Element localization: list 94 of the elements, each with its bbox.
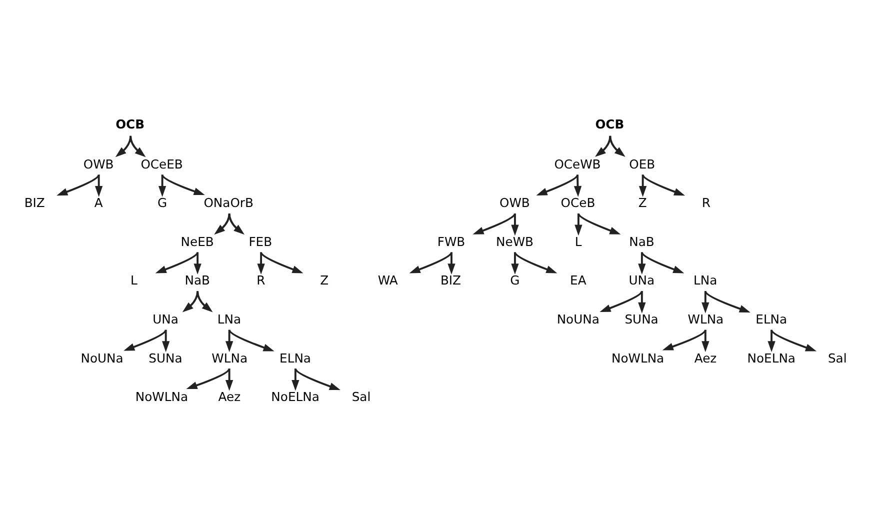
node-text: NaB	[184, 274, 210, 288]
node-text: LNa	[217, 312, 242, 326]
arrow	[130, 136, 146, 158]
node-text: OCB	[595, 118, 624, 132]
node-text: G	[158, 196, 168, 210]
arrow	[196, 291, 213, 312]
arrow	[225, 330, 234, 352]
node-text: R	[256, 274, 266, 288]
node-text: ONaOrB	[204, 196, 254, 210]
node-text: Sal	[352, 390, 371, 404]
node-text: OCB	[116, 118, 145, 132]
node-text: Aez	[694, 351, 717, 366]
node-text: UNa	[152, 312, 178, 326]
node-text: BIZ	[24, 196, 45, 210]
arrow	[409, 252, 452, 274]
node-text: NoWLNa	[135, 390, 188, 404]
arrow	[158, 174, 166, 197]
node-text: UNa	[628, 274, 655, 288]
node-text: OCeWB	[554, 157, 601, 172]
arrow	[574, 214, 582, 236]
node-text: L	[130, 274, 138, 288]
node-text: WLNa	[688, 312, 724, 326]
node-text: NoELNa	[747, 351, 796, 366]
arrow	[609, 136, 626, 157]
arrow	[228, 330, 274, 352]
node-text: BIZ	[440, 274, 462, 288]
arrow	[115, 136, 132, 158]
arrow	[641, 252, 684, 274]
arrow	[638, 252, 646, 275]
arrow	[182, 291, 199, 312]
arrow	[292, 368, 300, 391]
arrow	[294, 368, 340, 390]
arrow	[511, 252, 519, 275]
node-text: OWB	[83, 157, 114, 172]
node-text: SUNa	[624, 312, 658, 326]
arrow	[228, 213, 245, 235]
arrow	[472, 213, 516, 234]
arrow	[257, 252, 265, 275]
node-text: G	[510, 274, 520, 288]
node-text: FEB	[248, 234, 272, 249]
node-text: NaB	[629, 234, 654, 249]
arrow	[642, 174, 686, 196]
arrow	[155, 252, 198, 274]
arrow	[124, 330, 167, 351]
arrow	[702, 330, 710, 352]
node-text: Aez	[218, 390, 241, 404]
node-text: FWB	[437, 234, 466, 249]
arrow	[161, 174, 205, 196]
node-text: A	[94, 196, 103, 210]
arrow	[595, 136, 612, 157]
arrow	[536, 174, 578, 196]
node-text: WA	[378, 274, 398, 288]
node-text: Sal	[828, 351, 847, 366]
node-text: NoWLNa	[612, 351, 664, 366]
arrow	[514, 252, 558, 274]
arrow	[56, 174, 100, 196]
arrow	[638, 174, 647, 197]
node-text: OWB	[500, 196, 530, 210]
arrow	[214, 213, 230, 235]
node-text: OEB	[629, 157, 656, 172]
arrow	[578, 213, 621, 234]
arrow	[186, 368, 230, 390]
node-text: NoELNa	[271, 390, 320, 404]
node-text: WLNa	[212, 351, 248, 366]
node-text: NoUNa	[80, 351, 124, 366]
arrow	[638, 291, 646, 314]
node-text: LNa	[694, 274, 718, 288]
node-text: OCeEB	[140, 157, 183, 172]
arrow	[768, 330, 776, 352]
arrow	[702, 291, 710, 314]
arrow	[194, 252, 202, 275]
node-text: Z	[638, 196, 647, 210]
node-text: NeWB	[496, 234, 534, 249]
node-text: ELNa	[280, 351, 312, 366]
arrow	[600, 290, 643, 312]
arrow	[662, 330, 706, 350]
node-text: ELNa	[756, 312, 788, 326]
node-text: NoUNa	[556, 312, 600, 326]
arrow	[574, 174, 582, 197]
node-text: SUNa	[148, 351, 182, 366]
arrow	[511, 214, 519, 236]
arrow	[704, 290, 750, 312]
node-text: R	[702, 196, 710, 210]
arrow	[448, 252, 456, 275]
arrow	[260, 252, 304, 274]
node-text: L	[574, 234, 582, 249]
arrow	[162, 330, 170, 352]
node-text: EA	[570, 274, 586, 288]
arrow	[94, 174, 103, 197]
node-text: NeEB	[180, 234, 214, 249]
arrow	[225, 368, 234, 391]
node-text: Z	[320, 274, 329, 288]
node-text: OCeB	[560, 196, 596, 210]
arrow	[770, 330, 817, 352]
